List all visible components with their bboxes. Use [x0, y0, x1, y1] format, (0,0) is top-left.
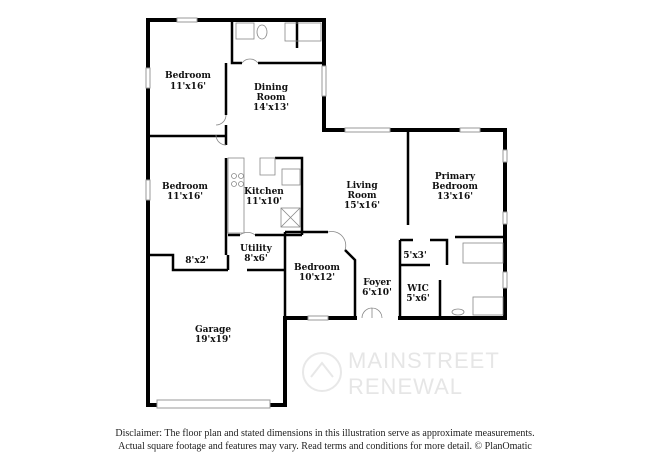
interior-walls: [148, 20, 505, 318]
svg-text:8'x6': 8'x6': [244, 254, 267, 264]
watermark-text-1: MAINSTREET: [348, 348, 500, 373]
svg-text:Utility: Utility: [240, 244, 272, 254]
svg-text:Garage: Garage: [195, 325, 231, 335]
disclaimer-line-2: Actual square footage and features may v…: [118, 441, 532, 452]
svg-text:Bedroom: Bedroom: [165, 71, 211, 81]
svg-text:WIC: WIC: [406, 284, 428, 294]
svg-text:Bedroom: Bedroom: [432, 182, 478, 192]
disclaimer-line-1: Disclaimer: The floor plan and stated di…: [115, 428, 535, 439]
svg-text:11'x16': 11'x16': [170, 82, 206, 92]
room-label-living-room: Living Room 15'x16': [344, 181, 380, 211]
room-label-garage: Garage 19'x19': [195, 325, 231, 345]
svg-text:Bedroom: Bedroom: [294, 263, 340, 273]
svg-text:10'x12': 10'x12': [299, 273, 335, 283]
watermark-logo: MAINSTREET RENEWAL: [302, 348, 500, 399]
closet-label-5x3: 5'x3': [403, 251, 426, 261]
svg-text:11'x16': 11'x16': [167, 192, 203, 202]
room-label-dining-room: Dining Room 14'x13': [253, 83, 289, 113]
room-label-bedroom-1: Bedroom 11'x16': [165, 71, 211, 92]
svg-text:11'x10': 11'x10': [246, 197, 282, 207]
room-label-kitchen: Kitchen 11'x10': [244, 187, 284, 207]
svg-text:Primary: Primary: [435, 172, 476, 182]
svg-text:14'x13': 14'x13': [253, 103, 289, 113]
room-label-utility: Utility 8'x6': [240, 244, 272, 264]
room-label-bedroom-3: Bedroom 10'x12': [294, 263, 340, 283]
windows: [145, 17, 508, 409]
room-label-wic: WIC 5'x6': [406, 284, 429, 304]
svg-text:Dining: Dining: [254, 83, 289, 93]
svg-text:Foyer: Foyer: [363, 278, 391, 288]
room-label-bedroom-2: Bedroom 11'x16': [162, 182, 208, 202]
svg-text:19'x19': 19'x19': [195, 335, 231, 345]
watermark-text-2: RENEWAL: [348, 374, 463, 399]
fixtures: [215, 22, 504, 319]
svg-text:Bedroom: Bedroom: [162, 182, 208, 192]
svg-text:6'x10': 6'x10': [362, 288, 392, 298]
closet-label-8x2: 8'x2': [185, 256, 208, 266]
svg-text:Room: Room: [347, 191, 376, 201]
svg-text:15'x16': 15'x16': [344, 201, 380, 211]
svg-text:13'x16': 13'x16': [437, 192, 473, 202]
room-label-primary-bedroom: Primary Bedroom 13'x16': [432, 172, 478, 202]
svg-text:Kitchen: Kitchen: [244, 187, 284, 197]
svg-text:5'x6': 5'x6': [406, 294, 429, 304]
room-label-foyer: Foyer 6'x10': [362, 278, 392, 298]
svg-text:Room: Room: [256, 93, 285, 103]
svg-text:Living: Living: [346, 181, 378, 191]
